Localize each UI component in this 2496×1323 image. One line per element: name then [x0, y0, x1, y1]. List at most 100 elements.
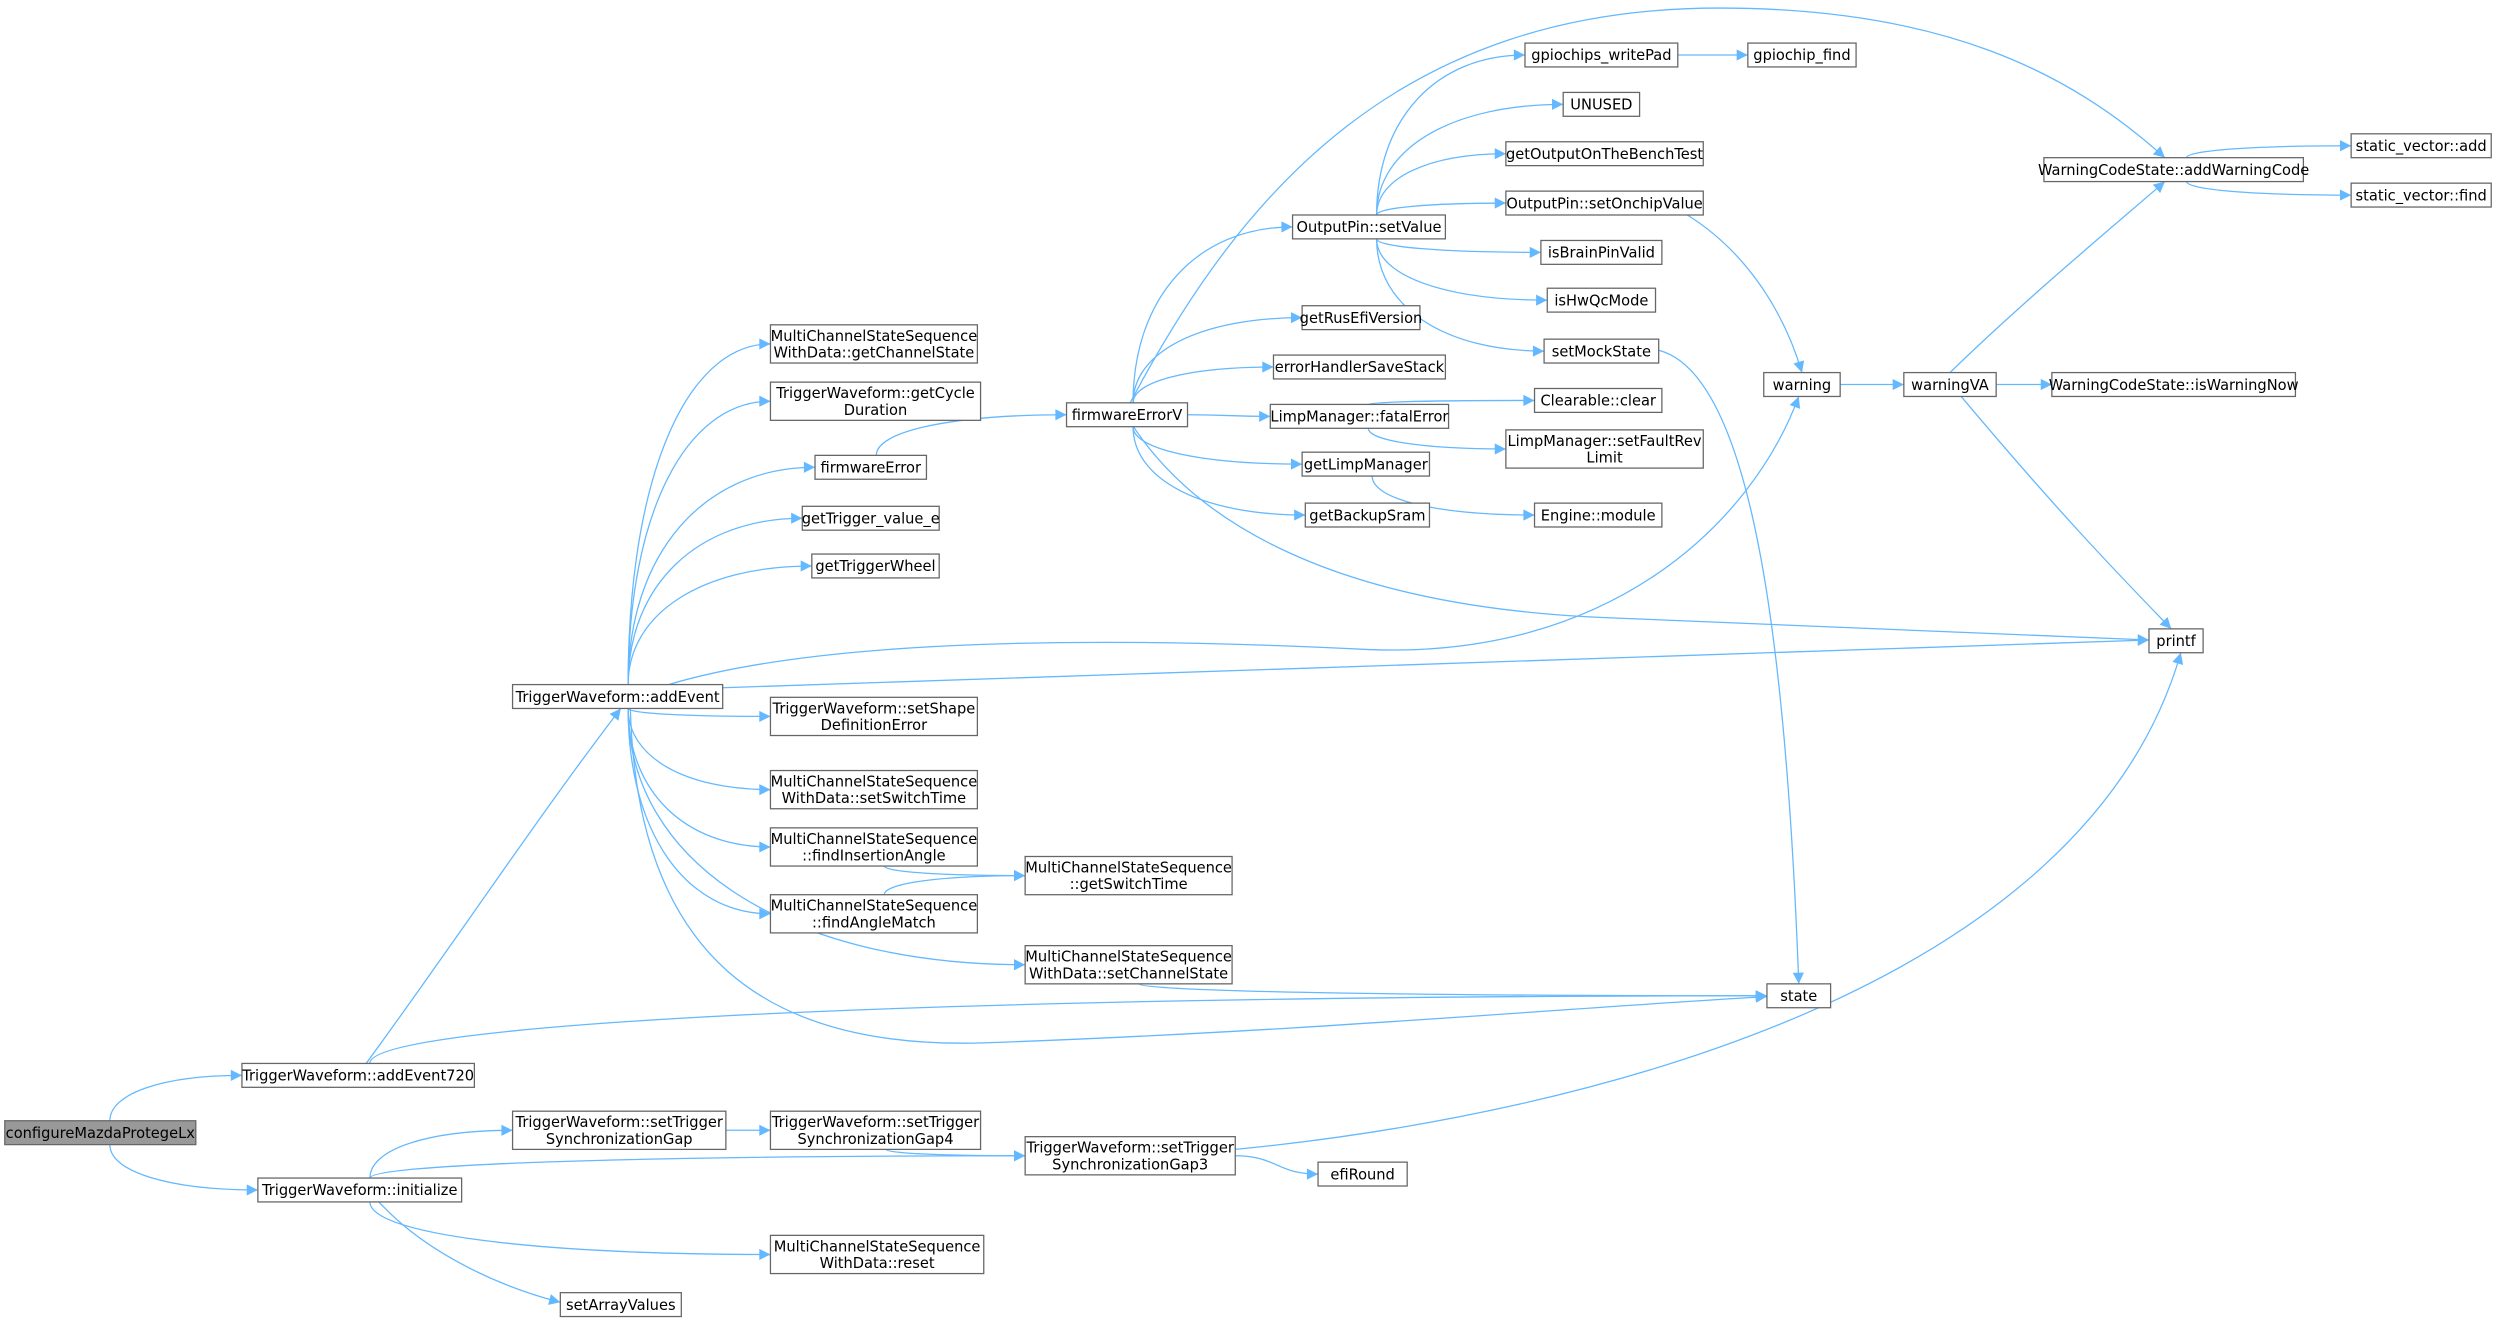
- node-setMockState[interactable]: setMockState: [1543, 338, 1660, 364]
- node-findInsertionAngle[interactable]: MultiChannelStateSequence::findInsertion…: [769, 827, 979, 867]
- node-box: [4, 1120, 197, 1146]
- node-efiRound[interactable]: efiRound: [1317, 1161, 1408, 1187]
- node-box: [1291, 214, 1447, 240]
- node-syncGap[interactable]: TriggerWaveform::setTriggerSynchronizati…: [511, 1110, 727, 1151]
- node-vecFind[interactable]: static_vector::find: [2350, 182, 2492, 208]
- edge-addWarningCode-to-vecAdd: [2185, 140, 2352, 159]
- node-box: [257, 1177, 463, 1203]
- node-gpiochip_find[interactable]: gpiochip_find: [1747, 42, 1857, 68]
- node-setSwitchTime[interactable]: MultiChannelStateSequenceWithData::setSw…: [769, 769, 979, 810]
- node-box: [769, 1234, 985, 1275]
- node-addEvent[interactable]: TriggerWaveform::addEvent: [511, 683, 724, 710]
- node-box: [1543, 338, 1660, 364]
- node-box: [1747, 42, 1857, 68]
- edge-root-to-initialize: [109, 1144, 258, 1196]
- node-findAngleMatch[interactable]: MultiChannelStateSequence::findAngleMatc…: [769, 894, 979, 934]
- edge-addWarningCode-to-vecFind: [2185, 181, 2352, 201]
- node-isHwQcMode[interactable]: isHwQcMode: [1546, 287, 1657, 313]
- edge-firmwareErrorV-to-setValue: [1132, 221, 1293, 403]
- node-syncGap4[interactable]: TriggerWaveform::setTriggerSynchronizati…: [769, 1110, 982, 1151]
- node-getTrigger_value_e[interactable]: getTrigger_value_e: [801, 505, 940, 531]
- node-label: WithData::setSwitchTime: [782, 790, 966, 807]
- node-label: MultiChannelStateSequence: [1025, 949, 1232, 966]
- node-getLimpManager[interactable]: getLimpManager: [1301, 451, 1431, 477]
- node-module[interactable]: Engine::module: [1533, 502, 1663, 528]
- node-warningVA[interactable]: warningVA: [1903, 371, 1997, 398]
- node-getChannelState[interactable]: MultiChannelStateSequenceWithData::getCh…: [769, 324, 979, 364]
- node-errorHandlerSaveStack[interactable]: errorHandlerSaveStack: [1272, 354, 1447, 380]
- edge-addEvent720-to-addEvent: [365, 708, 622, 1064]
- node-label: setMockState: [1552, 343, 1651, 360]
- node-gpiochips_writePad[interactable]: gpiochips_writePad: [1524, 42, 1679, 68]
- node-isBrainPinValid[interactable]: isBrainPinValid: [1540, 239, 1663, 265]
- node-firmwareError[interactable]: firmwareError: [814, 454, 928, 480]
- node-syncGap3[interactable]: TriggerWaveform::setTriggerSynchronizati…: [1024, 1136, 1236, 1176]
- node-warning[interactable]: warning: [1763, 371, 1841, 398]
- edge-setOnchipValue-to-warning: [1687, 214, 1805, 373]
- node-setArrayValues[interactable]: setArrayValues: [559, 1292, 682, 1318]
- node-label: TriggerWaveform::addEvent: [515, 689, 720, 706]
- node-label: ::findAngleMatch: [812, 914, 936, 931]
- node-box: [2350, 133, 2492, 159]
- node-box: [2043, 157, 2305, 183]
- node-label: MultiChannelStateSequence: [774, 1238, 981, 1255]
- node-box: [814, 454, 928, 480]
- edges-layer: [109, 7, 2352, 1305]
- node-getTriggerWheel[interactable]: getTriggerWheel: [811, 553, 940, 579]
- node-label: SynchronizationGap3: [1052, 1156, 1208, 1173]
- node-box: [1065, 402, 1189, 428]
- node-box: [769, 381, 982, 421]
- node-label: WithData::reset: [820, 1255, 935, 1272]
- node-label: efiRound: [1330, 1166, 1394, 1183]
- edge-firmwareErrorV-to-errorHandlerSaveStack: [1132, 361, 1274, 403]
- edge-setValue-to-isHwQcMode: [1375, 238, 1548, 306]
- node-state[interactable]: state: [1766, 983, 1832, 1009]
- node-isWarningNow[interactable]: WarningCodeState::isWarningNow: [2049, 371, 2299, 398]
- node-getOutputOnTheBenchTest[interactable]: getOutputOnTheBenchTest: [1505, 141, 1704, 167]
- node-UNUSED[interactable]: UNUSED: [1562, 91, 1641, 117]
- edge-firmwareErrorV-to-addWarningCode: [1129, 7, 2166, 404]
- edge-addEvent-to-getChannelState: [627, 338, 771, 685]
- edge-addEvent-to-setChannelState: [627, 708, 1026, 971]
- node-clear[interactable]: Clearable::clear: [1533, 387, 1663, 414]
- edge-findAngleMatch-to-getSwitchTime: [883, 870, 1026, 895]
- node-vecAdd[interactable]: static_vector::add: [2350, 133, 2492, 159]
- node-label: isHwQcMode: [1554, 292, 1648, 309]
- node-box: [1763, 371, 1841, 398]
- node-label: ::getSwitchTime: [1070, 876, 1188, 893]
- edge-addEvent-to-warning: [668, 396, 1801, 686]
- node-box: [559, 1292, 682, 1318]
- edge-warningVA-to-printf: [1960, 396, 2172, 630]
- node-label: static_vector::add: [2356, 138, 2487, 155]
- node-box: [1766, 983, 1832, 1009]
- node-addEvent720[interactable]: TriggerWaveform::addEvent720: [241, 1062, 476, 1088]
- node-box: [2051, 371, 2297, 398]
- node-label: static_vector::find: [2356, 187, 2487, 204]
- edge-setValue-to-isBrainPinValid: [1375, 238, 1541, 258]
- node-label: Limit: [1586, 450, 1623, 467]
- edge-fatalError-to-setFaultRevLimit: [1367, 428, 1506, 455]
- node-setValue[interactable]: OutputPin::setValue: [1291, 214, 1447, 240]
- node-addWarningCode[interactable]: WarningCodeState::addWarningCode: [2038, 157, 2309, 183]
- node-getSwitchTime[interactable]: MultiChannelStateSequence::getSwitchTime: [1024, 855, 1233, 896]
- node-label: getOutputOnTheBenchTest: [1506, 146, 1703, 163]
- node-getRusEfiVersion[interactable]: getRusEfiVersion: [1300, 305, 1423, 331]
- node-firmwareErrorV[interactable]: firmwareErrorV: [1065, 402, 1189, 428]
- node-label: LimpManager::fatalError: [1270, 409, 1449, 426]
- node-printf[interactable]: printf: [2148, 628, 2204, 654]
- node-fatalError[interactable]: LimpManager::fatalError: [1269, 403, 1450, 429]
- node-label: isBrainPinValid: [1548, 245, 1655, 262]
- node-setChannelState[interactable]: MultiChannelStateSequenceWithData::setCh…: [1024, 945, 1233, 985]
- node-label: gpiochips_writePad: [1531, 47, 1671, 64]
- node-setOnchipValue[interactable]: OutputPin::setOnchipValue: [1505, 190, 1704, 216]
- node-label: TriggerWaveform::initialize: [261, 1182, 458, 1199]
- node-initialize[interactable]: TriggerWaveform::initialize: [257, 1177, 463, 1203]
- node-root[interactable]: configureMazdaProtegeLx: [4, 1120, 197, 1146]
- edge-addEvent-to-state: [629, 708, 1767, 1044]
- node-box: [1269, 403, 1450, 429]
- node-getBackupSram[interactable]: getBackupSram: [1304, 502, 1431, 528]
